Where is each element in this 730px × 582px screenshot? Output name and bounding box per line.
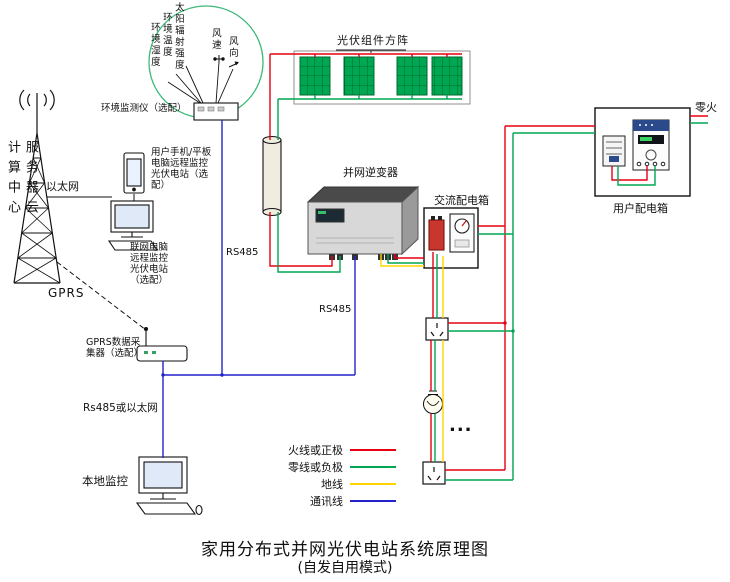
light-bulb-icon	[423, 390, 443, 414]
legend-line-neutral	[350, 465, 396, 468]
ethernet-label: 以太网	[46, 180, 79, 193]
wind-speed-label: 风速	[209, 28, 221, 51]
more-loads-ellipsis: ...	[449, 415, 473, 436]
legend: 火线或正极 零线或负极 地线 通讯线	[281, 441, 396, 509]
anemometer-icon	[213, 55, 225, 63]
live-wires	[269, 53, 708, 471]
inverter-unit	[306, 185, 420, 260]
legend-line-ground	[350, 482, 396, 485]
gprs-collector-icon	[136, 326, 188, 362]
ac-distribution-box	[423, 207, 479, 269]
comm-wires	[162, 120, 356, 458]
legend-label-comm: 通讯线	[310, 494, 343, 508]
legend-row-ground: 地线	[281, 475, 396, 492]
server-cloud-center-col1: 服务器云	[22, 140, 38, 220]
rs485-mid-label: RS485	[319, 304, 352, 315]
zero-fire-label: 零火	[695, 101, 717, 114]
sensor-temperature-label: 环境温度	[160, 12, 172, 58]
gprs-collector-label: GPRS数据采集器（选配）	[86, 337, 144, 359]
sensor-humidity-label: 环境湿度	[148, 22, 160, 68]
sensor-radiation-label: 太阳辐射强度	[172, 2, 184, 71]
diagram-title: 家用分布式并网光伏电站系统原理图	[201, 540, 489, 560]
radio-tower	[13, 89, 61, 284]
pc-remote-note: 联网电脑远程监控光伏电站（选配）	[130, 242, 169, 286]
wall-socket-icon	[425, 317, 449, 341]
legend-label-ground: 地线	[321, 477, 343, 491]
remote-pc-icon	[107, 200, 159, 251]
legend-line-comm	[350, 499, 396, 502]
pv-array-label: 光伏组件方阵	[337, 34, 409, 47]
pv-panel	[343, 56, 375, 96]
gprs-label: GPRS	[48, 286, 85, 300]
pv-panel	[431, 56, 463, 96]
gprs-dashed-line	[56, 261, 147, 331]
server-cloud-center-col2: 计算中心	[4, 140, 20, 220]
legend-row-comm: 通讯线	[281, 492, 396, 509]
local-monitor-label: 本地监控	[82, 474, 128, 488]
wind-vane-icon	[228, 61, 239, 68]
user-distribution-box	[594, 107, 691, 197]
rs485-top-label: RS485	[226, 247, 259, 258]
phone-remote-note: 用户手机/平板电脑远程监控光伏电站（选配）	[151, 147, 212, 191]
rs485-or-ethernet-label: Rs485或以太网	[83, 402, 158, 414]
legend-label-live: 火线或正极	[288, 443, 343, 457]
neutral-wires	[277, 95, 708, 481]
wall-socket-icon	[422, 461, 446, 485]
wire-junctions	[161, 321, 515, 377]
env-monitor-station	[148, 5, 264, 121]
legend-row-neutral: 零线或负极	[281, 458, 396, 475]
user-box-label: 用户配电箱	[613, 202, 668, 215]
ground-wires	[380, 254, 444, 462]
diagram-subtitle: (自发自用模式)	[297, 560, 393, 576]
legend-line-live	[350, 448, 396, 451]
smartphone-icon	[123, 152, 145, 194]
pv-array	[293, 49, 471, 105]
ac-box-label: 交流配电箱	[434, 194, 489, 207]
pv-panel	[299, 56, 331, 96]
legend-label-neutral: 零线或负极	[288, 460, 343, 474]
local-monitor-pc-icon	[135, 456, 203, 516]
env-monitor-label: 环境监测仪（选配）	[101, 103, 187, 114]
wind-direction-label: 风向	[226, 36, 238, 59]
sensor-leads	[167, 61, 234, 104]
dc-isolator-cylinder	[262, 135, 282, 217]
pv-panel	[396, 56, 428, 96]
server-cloud-center-label: 服务器云 计算中心	[4, 140, 38, 220]
inverter-label: 并网逆变器	[343, 166, 398, 179]
legend-row-live: 火线或正极	[281, 441, 396, 458]
